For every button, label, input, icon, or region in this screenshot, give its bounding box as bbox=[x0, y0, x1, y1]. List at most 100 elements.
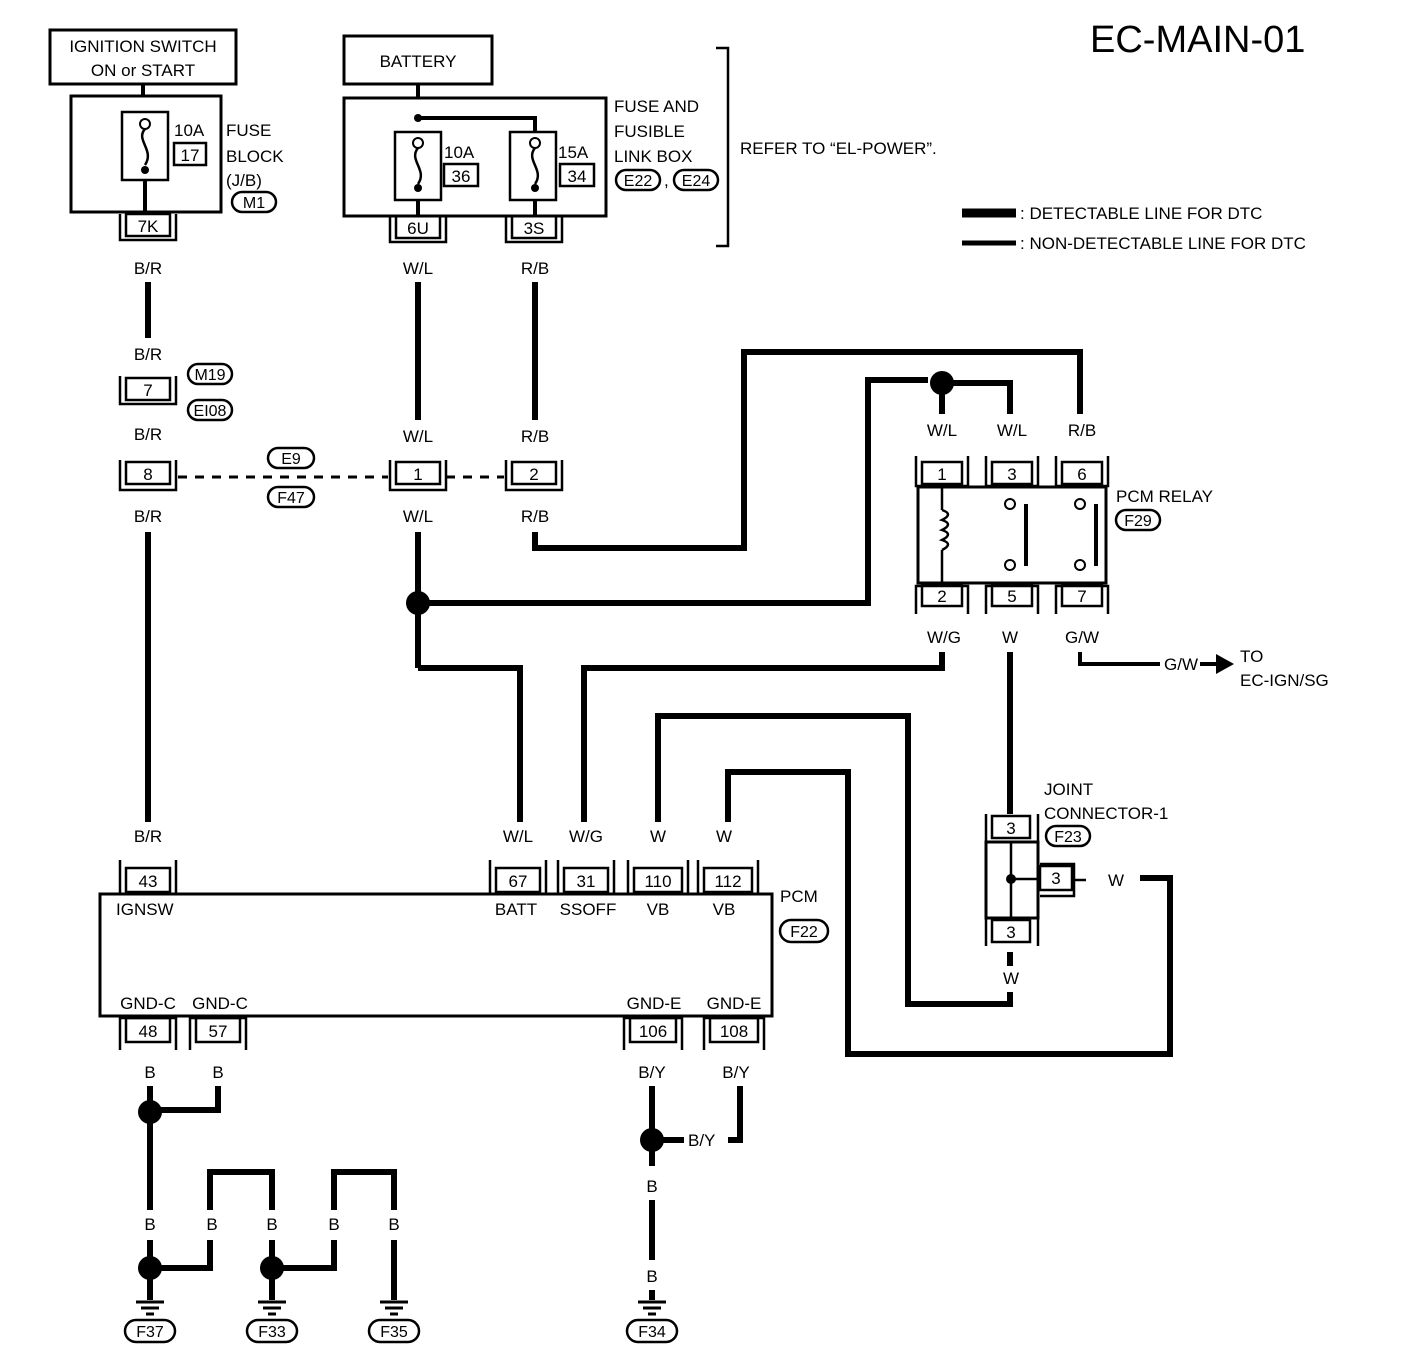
to-ign-wire: G/W bbox=[1164, 655, 1198, 674]
joint-pin-side: 3 bbox=[1051, 869, 1060, 888]
connector-pin-7: 7 bbox=[143, 381, 152, 400]
gnd-wire-b-b: B bbox=[206, 1215, 217, 1234]
battery: BATTERY bbox=[342, 34, 494, 86]
ground-f33-label: F33 bbox=[258, 1324, 286, 1341]
refer-bracket bbox=[716, 46, 730, 248]
fuse-36-number: 36 bbox=[452, 167, 471, 186]
pcm-label-gnde1: GND-E bbox=[627, 994, 682, 1013]
fuse-34-number: 34 bbox=[568, 167, 587, 186]
joint-connector-line1: JOINT bbox=[1044, 780, 1093, 799]
relay-pin-3: 3 bbox=[1007, 465, 1016, 484]
joint-pin-bottom: 3 bbox=[1006, 923, 1015, 942]
terminal-7k: 7K bbox=[118, 212, 178, 242]
terminal-7k-label: 7K bbox=[138, 217, 159, 236]
fuse-block: 10A 17 FUSE BLOCK (J/B) M1 bbox=[69, 94, 284, 214]
ignition-switch: IGNITION SWITCH ON or START bbox=[48, 28, 238, 86]
relay-wire-bottom-3: G/W bbox=[1065, 628, 1099, 647]
gnd-wire-b-48: B bbox=[144, 1063, 155, 1082]
wire-label-br-3: B/R bbox=[134, 425, 162, 444]
to-ign-line1: TO bbox=[1240, 647, 1263, 666]
fusible-link-box: 10A 36 15A 34 FUSE AND FUSIBLE LINK BOX … bbox=[342, 96, 720, 218]
pcm-pin-48: 48 bbox=[139, 1022, 158, 1041]
wire-label-rb-2: R/B bbox=[521, 427, 549, 446]
to-ign-line2: EC-IGN/SG bbox=[1240, 671, 1329, 690]
relay-pin-5: 5 bbox=[1007, 587, 1016, 606]
ground-symbol-f33: F33 bbox=[245, 1300, 299, 1344]
ground-symbol-f37: F37 bbox=[123, 1300, 177, 1344]
connector-pin-1-group: 1 bbox=[388, 460, 448, 492]
wire-label-br-5: B/R bbox=[134, 827, 162, 846]
joint-connector-1: JOINT CONNECTOR-1 F23 3 3 3 bbox=[984, 780, 1168, 946]
ground-f35-label: F35 bbox=[380, 1324, 408, 1341]
ground-symbol-f34: F34 bbox=[625, 1300, 679, 1344]
pcm-label-ignsw: IGNSW bbox=[116, 900, 174, 919]
pcm-label-gnde2: GND-E bbox=[707, 994, 762, 1013]
legend: : DETECTABLE LINE FOR DTC : NON-DETECTAB… bbox=[962, 204, 1306, 253]
pcm-relay: 1 3 6 2 5 7 PCM RELAY F29 bbox=[914, 456, 1213, 614]
fusible-link-box-label2: FUSIBLE bbox=[614, 122, 685, 141]
wire-label-wl-1: W/L bbox=[403, 259, 433, 278]
wire-label-rb-3: R/B bbox=[521, 507, 549, 526]
fuse-17-rating: 10A bbox=[174, 121, 205, 140]
terminal-3s: 3S bbox=[504, 214, 564, 244]
pcm-module: 43 67 31 110 112 IGNSW BATT SSOFF VB VB … bbox=[98, 860, 830, 1050]
terminal-3s-label: 3S bbox=[524, 219, 545, 238]
pcm-wire-w1: W bbox=[650, 827, 666, 846]
ignition-switch-line2: ON or START bbox=[91, 61, 195, 80]
ignition-switch-line1: IGNITION SWITCH bbox=[69, 37, 216, 56]
pcm-pin-112: 112 bbox=[714, 872, 741, 891]
ground-f37-label: F37 bbox=[136, 1324, 164, 1341]
relay-pin-1: 1 bbox=[937, 465, 946, 484]
wire-label-wl-2: W/L bbox=[403, 427, 433, 446]
pcm-pin-108: 108 bbox=[720, 1022, 748, 1041]
fuse-17-number: 17 bbox=[181, 146, 200, 165]
pcm-pin-31: 31 bbox=[577, 872, 596, 891]
battery-label: BATTERY bbox=[380, 52, 457, 71]
wire-label-wl-3: W/L bbox=[403, 507, 433, 526]
pcm-wire-wl: W/L bbox=[503, 827, 533, 846]
page-title: EC-MAIN-01 bbox=[1090, 19, 1305, 61]
pcm-label-vb2: VB bbox=[713, 900, 736, 919]
fusible-link-box-ref-sep: , bbox=[664, 171, 669, 190]
fusible-link-box-label3: LINK BOX bbox=[614, 147, 692, 166]
connector-ei08-ref: EI08 bbox=[194, 403, 227, 420]
pcm-pin-106: 106 bbox=[639, 1022, 667, 1041]
connector-pin-2: 2 bbox=[529, 465, 538, 484]
fusible-link-box-label1: FUSE AND bbox=[614, 97, 699, 116]
relay-pin-2: 2 bbox=[937, 587, 946, 606]
gnd-wire-by-joint: B/Y bbox=[688, 1131, 715, 1150]
joint-wire-bottom: W bbox=[1003, 969, 1019, 988]
ground-symbol-f35: F35 bbox=[367, 1300, 421, 1344]
fuse-block-label3: (J/B) bbox=[226, 171, 262, 190]
pcm-label-gndc1: GND-C bbox=[120, 994, 176, 1013]
legend-detectable: : DETECTABLE LINE FOR DTC bbox=[1020, 204, 1262, 223]
fusible-link-box-ref1: E22 bbox=[624, 173, 653, 190]
gnd-wire-by-106: B/Y bbox=[638, 1063, 665, 1082]
connector-pin-2-group: 2 bbox=[504, 460, 564, 492]
fuse-block-label1: FUSE bbox=[226, 121, 271, 140]
pcm-wire-wg: W/G bbox=[569, 827, 603, 846]
fuse-36-rating: 10A bbox=[444, 143, 475, 162]
relay-wire-top-1: W/L bbox=[927, 421, 957, 440]
relay-wire-bottom-1: W/G bbox=[927, 628, 961, 647]
pcm-label-batt: BATT bbox=[495, 900, 537, 919]
gnd-wire-b-57: B bbox=[212, 1063, 223, 1082]
terminal-6u-label: 6U bbox=[407, 219, 429, 238]
pcm-pin-67: 67 bbox=[509, 872, 528, 891]
connector-m19-ref: M19 bbox=[194, 367, 225, 384]
pcm-wire-w2: W bbox=[716, 827, 732, 846]
gnd-wire-b-f: B bbox=[646, 1177, 657, 1196]
gnd-wire-b-g: B bbox=[646, 1267, 657, 1286]
joint-pin-top: 3 bbox=[1006, 819, 1015, 838]
connector-f47-ref: F47 bbox=[277, 490, 305, 507]
gnd-wire-b-d: B bbox=[328, 1215, 339, 1234]
wire-label-br-4: B/R bbox=[134, 507, 162, 526]
pcm-label-vb1: VB bbox=[647, 900, 670, 919]
relay-pin-6: 6 bbox=[1077, 465, 1086, 484]
connector-m19-ei08: 7 M19 EI08 bbox=[118, 362, 234, 422]
joint-wire-side: W bbox=[1108, 871, 1124, 890]
connector-pin-8-group: 8 bbox=[118, 460, 178, 492]
pcm-ref: F22 bbox=[790, 924, 818, 941]
pcm-label: PCM bbox=[780, 887, 818, 906]
